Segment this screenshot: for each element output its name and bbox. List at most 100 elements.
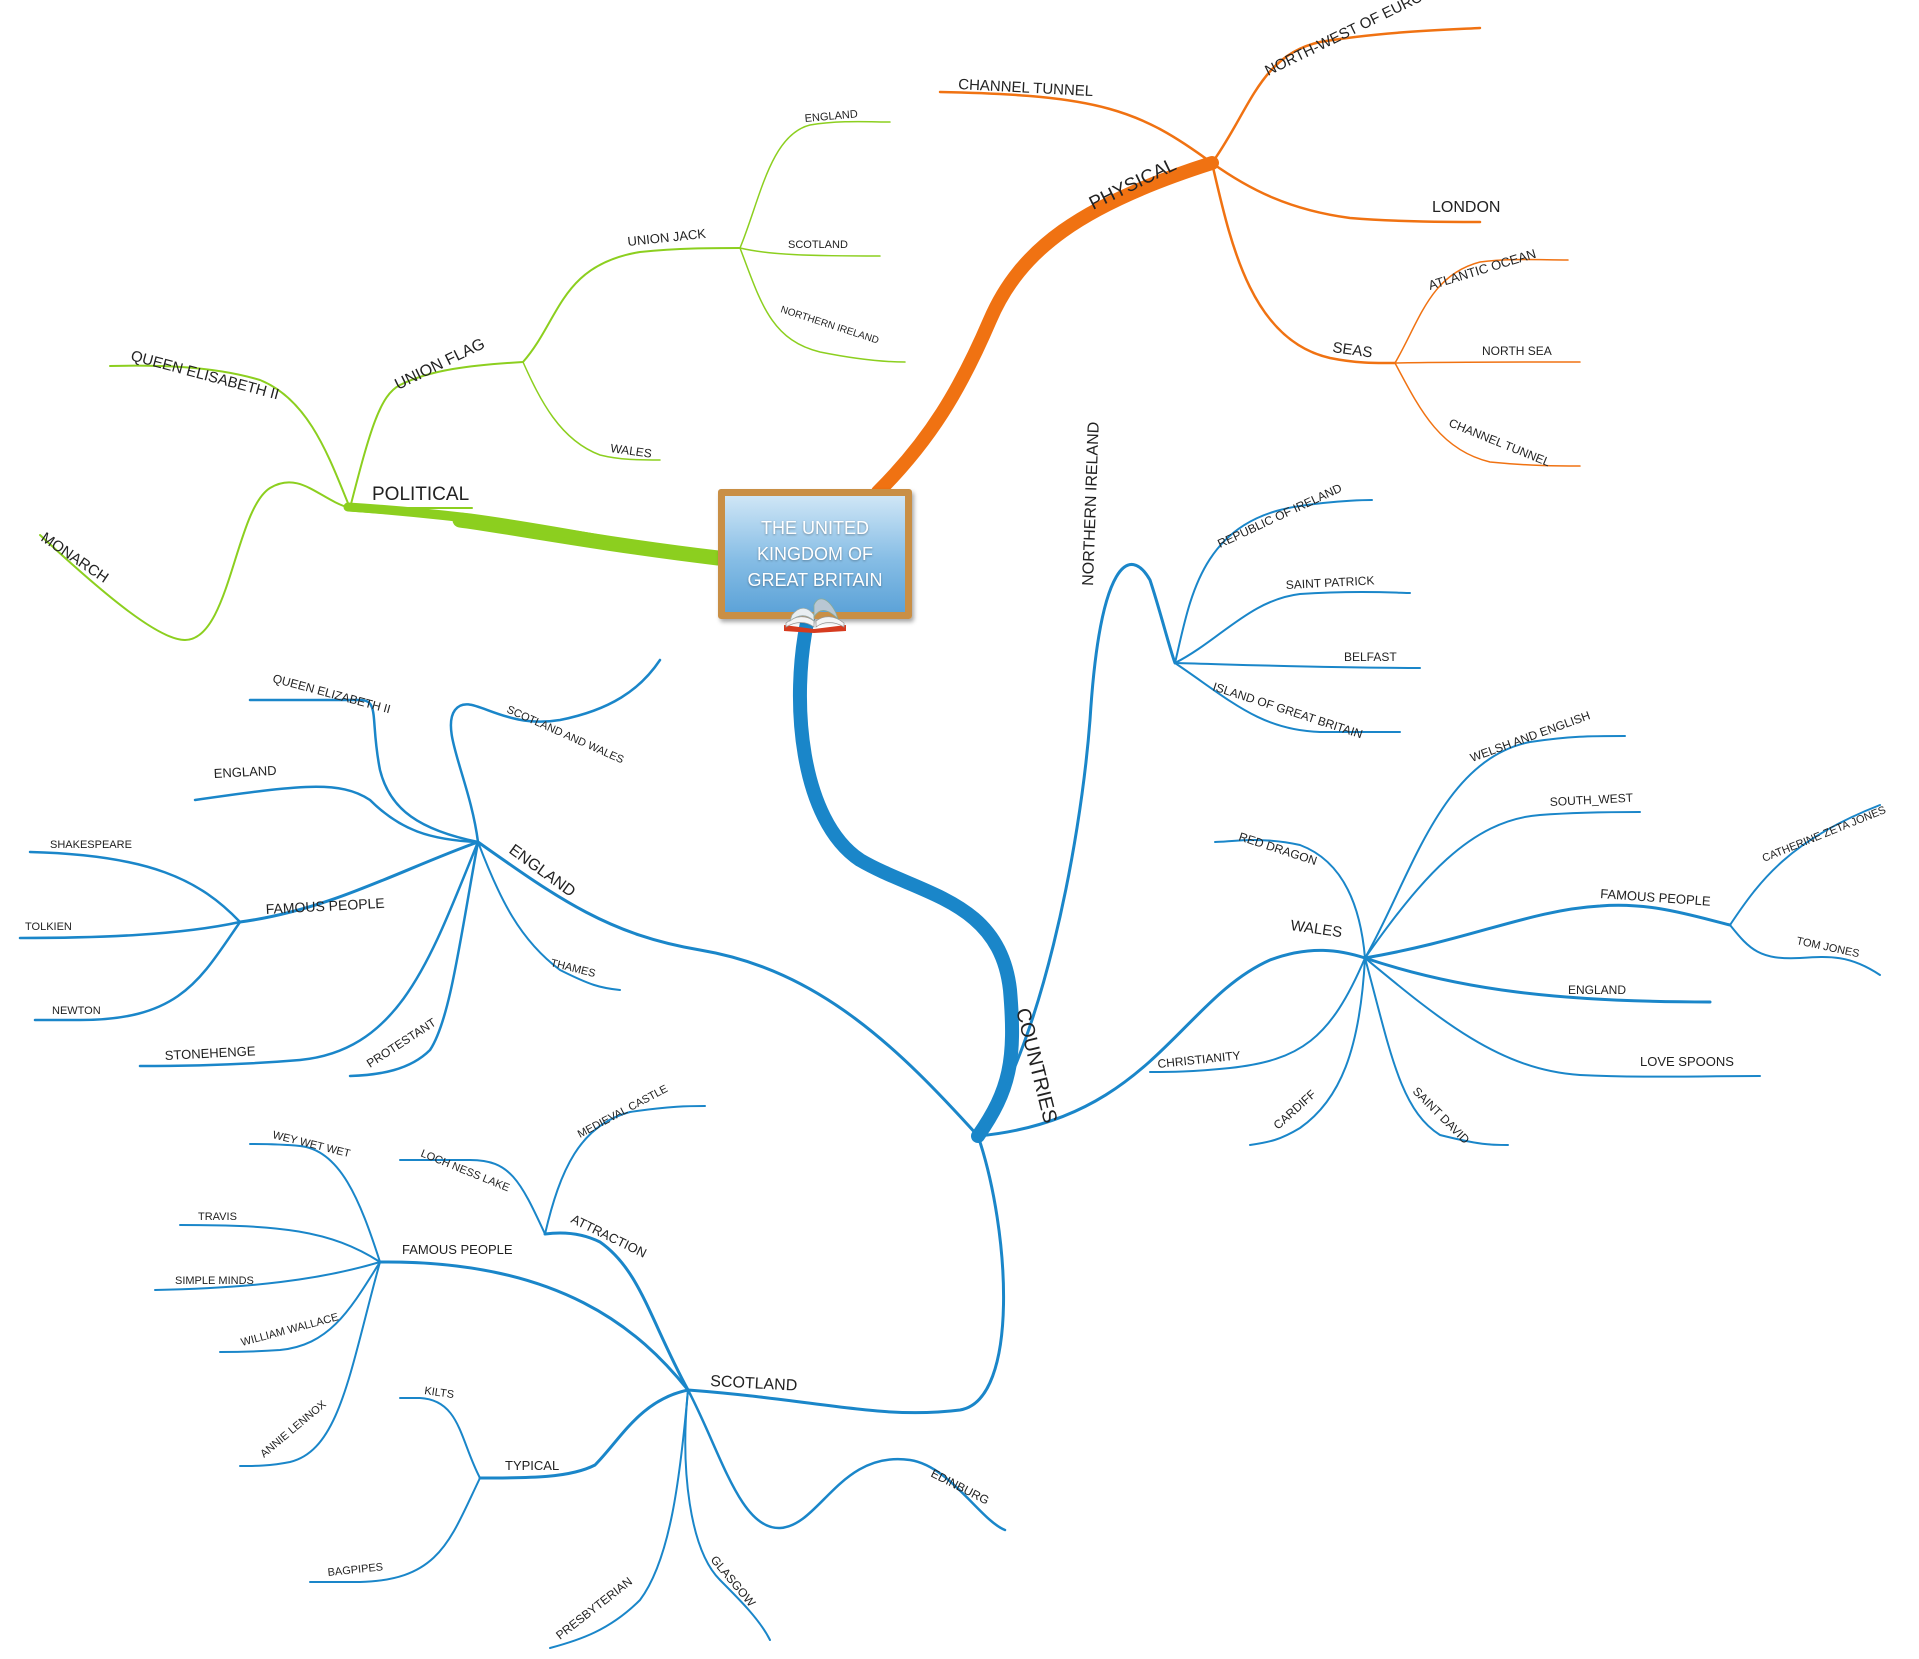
wales-branch [522,361,661,461]
south-west-label[interactable]: SOUTH_WEST [1549,791,1634,809]
island-label[interactable]: ISLAND OF GREAT BRITAIN [1211,680,1364,742]
shakespeare-leaf [28,850,242,924]
attraction-branch [543,1231,690,1392]
love-spoons-label[interactable]: LOVE SPOONS [1640,1054,1734,1069]
wey-leaf [249,1143,381,1263]
belfast-label[interactable]: BELFAST [1344,650,1397,664]
scotland-and-wales-leaf [449,658,662,844]
union-jack-label[interactable]: UNION JACK [627,226,707,249]
stonehenge-label[interactable]: STONEHENGE [164,1043,256,1063]
central-to-political-mid [343,502,725,564]
wallace-label[interactable]: WILLIAM WALLACE [240,1311,340,1349]
edinburg-leaf [686,1388,1007,1532]
england-leaf [739,120,891,249]
lennox-leaf [239,1261,381,1467]
love-spoons-leaf [1364,957,1761,1078]
countries-connectors [18,499,1881,1649]
newton-label[interactable]: NEWTON [52,1005,101,1017]
north-west-branch [1210,26,1482,165]
wales-england-label[interactable]: ENGLAND [1568,983,1626,997]
tolkien-label[interactable]: TOLKIEN [25,921,72,933]
seas-branch [1210,161,1397,365]
typical-label[interactable]: TYPICAL [505,1458,559,1473]
scotland-label[interactable]: SCOTLAND [710,1373,798,1395]
bagpipes-leaf [309,1477,481,1584]
england-famous-label[interactable]: FAMOUS PEOPLE [265,895,385,917]
kilts-leaf [399,1397,481,1479]
central-to-countries-thick [792,611,1020,1143]
england-queen-label[interactable]: QUEEN ELIZABETH II [271,671,392,716]
union-jack-england-label[interactable]: ENGLAND [804,108,858,125]
northern-ireland-leaf [739,247,906,363]
political-connectors [39,120,906,642]
tom-jones-leaf [1729,924,1881,976]
saint-patrick-leaf [1174,590,1411,664]
queen-branch [109,364,351,509]
newton-leaf [33,920,242,1022]
union-flag-branch [349,361,524,509]
union-jack-scotland-label[interactable]: SCOTLAND [788,239,848,251]
north-west-label[interactable]: NORTH-WEST OF EUROPE [1262,0,1443,80]
protestant-label[interactable]: PROTESTANT [364,1015,439,1071]
union-flag-label[interactable]: UNION FLAG [392,335,487,393]
shakespeare-label[interactable]: SHAKESPEARE [50,839,132,851]
union-jack-ni-label[interactable]: NORTHERN IRELAND [779,304,880,346]
central-to-physical-thick [871,156,1219,499]
channel-tunnel-branch [938,90,1214,165]
wales-branch [976,948,1367,1138]
seas-channel-label[interactable]: CHANNEL TUNNEL [1447,416,1553,470]
scotland-famous-label[interactable]: FAMOUS PEOPLE [402,1242,513,1257]
countries-label[interactable]: COUNTRIES [1011,1006,1061,1126]
central-topic[interactable]: THE UNITED KINGDOM OF GREAT BRITAIN [718,489,912,619]
christianity-leaf [1149,957,1366,1073]
ni-label-text[interactable]: NORTHERN IRELAND [1080,421,1103,586]
monarch-label[interactable]: MONARCH [38,529,112,586]
simple-minds-leaf [154,1261,381,1291]
loch-ness-label[interactable]: LOCH NESS LAKE [419,1148,511,1195]
cardiff-label[interactable]: CARDIFF [1271,1087,1319,1132]
scotland-branch [686,1134,1006,1415]
lennox-label[interactable]: ANNIE LENNOX [258,1398,329,1460]
atlantic-label[interactable]: ATLANTIC OCEAN [1426,246,1537,293]
belfast-leaf [1174,662,1421,669]
cardiff-leaf [1249,957,1366,1146]
london-branch [1210,161,1482,224]
glasgow-label[interactable]: GLASGOW [708,1553,759,1610]
political-wales-label[interactable]: WALES [610,441,653,461]
atlantic-leaf [1394,258,1569,364]
north-sea-label[interactable]: NORTH SEA [1482,344,1552,358]
travis-leaf [179,1224,381,1263]
welsh-english-leaf [1364,735,1626,959]
saint-david-leaf [1364,957,1509,1146]
london-label[interactable]: LONDON [1432,199,1500,216]
red-dragon-leaf [1214,839,1366,959]
saint-patrick-label[interactable]: SAINT PATRICK [1285,573,1374,592]
simple-minds-label[interactable]: SIMPLE MINDS [175,1275,254,1287]
republic-label[interactable]: REPUBLIC OF IRELAND [1215,481,1344,551]
political-label[interactable]: POLITICAL [372,484,469,505]
central-topic-title: THE UNITED KINGDOM OF GREAT BRITAIN [747,518,883,590]
england-queen-leaf [248,698,480,844]
political-queen-label[interactable]: QUEEN ELISABETH II [129,347,281,403]
island-leaf [1174,662,1401,734]
catherine-label[interactable]: CATHERINE ZETA JONES [1761,804,1888,865]
seas-channel-leaf [1394,362,1581,467]
england-england-label[interactable]: ENGLAND [213,763,277,781]
bagpipes-label[interactable]: BAGPIPES [327,1561,384,1579]
loch-ness-leaf [399,1159,546,1235]
seas-label[interactable]: SEAS [1331,339,1373,361]
kilts-label[interactable]: KILTS [424,1385,455,1401]
medieval-label[interactable]: MEDIEVAL CASTLE [576,1083,670,1141]
presbyterian-leaf [549,1389,689,1649]
south-west-leaf [1364,811,1641,959]
wales-label[interactable]: WALES [1289,917,1343,941]
channel-tunnel-label[interactable]: CHANNEL TUNNEL [958,76,1094,100]
scotland-famous-branch [378,1260,690,1392]
travis-label[interactable]: TRAVIS [198,1211,237,1223]
open-book-icon [784,598,846,633]
england-label[interactable]: ENGLAND [506,841,579,900]
edinburg-label[interactable]: EDINBURG [929,1466,992,1507]
england-scotland-wales-label[interactable]: SCOTLAND AND WALES [505,704,626,767]
scotland-leaf [739,247,881,257]
catherine-leaf [1729,804,1881,926]
